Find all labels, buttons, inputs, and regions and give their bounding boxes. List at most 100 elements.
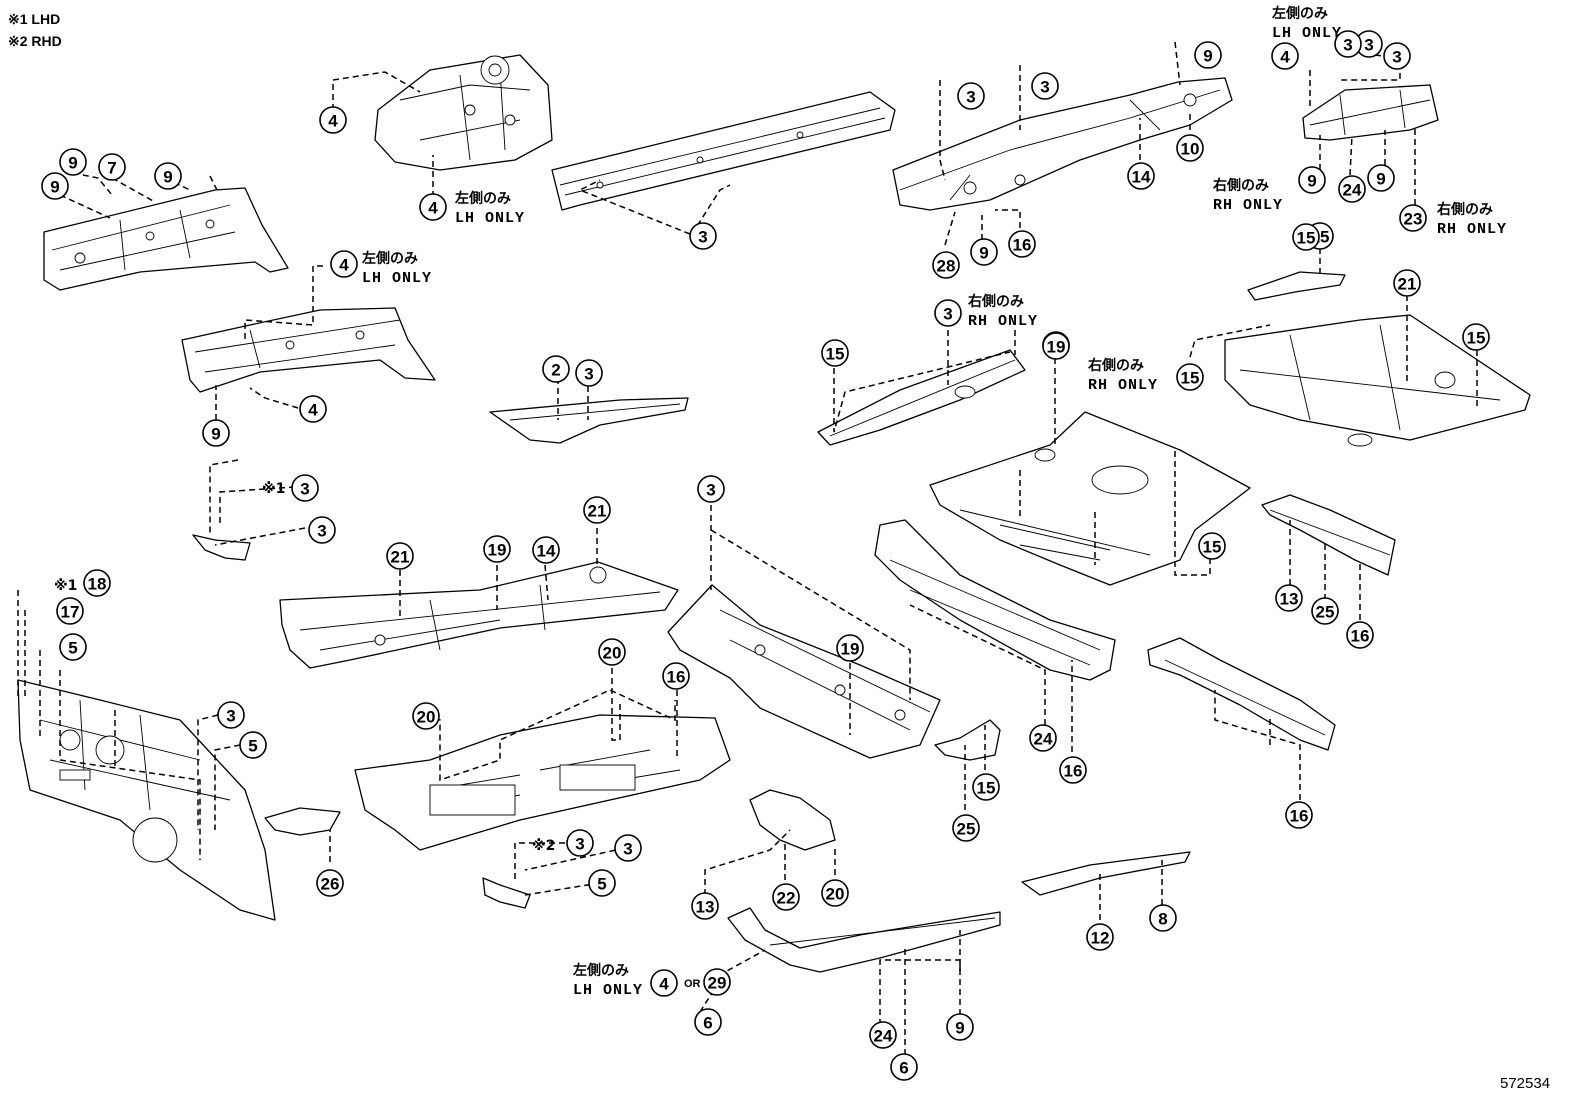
- callout-19: 19: [1042, 332, 1070, 360]
- center-floor-pan: [354, 714, 731, 851]
- rear-floor-crossmember-lower: [874, 519, 1116, 681]
- callout-10: 10: [1176, 134, 1204, 162]
- callout-29: 29: [703, 968, 731, 996]
- svg-text:16: 16: [1351, 627, 1370, 646]
- bracket-25: [934, 719, 1001, 761]
- callout-16: 16: [1008, 230, 1036, 258]
- svg-text:3: 3: [1343, 36, 1352, 55]
- callout-21: 21: [583, 496, 611, 524]
- svg-text:19: 19: [841, 640, 860, 659]
- callout-16: 16: [1346, 621, 1374, 649]
- callout-25: 25: [1311, 597, 1339, 625]
- svg-text:21: 21: [391, 548, 410, 567]
- svg-text:左側のみ: 左側のみ: [454, 190, 511, 207]
- front-apron-panel: [43, 187, 289, 291]
- svg-text:10: 10: [1181, 140, 1200, 159]
- callout-3: 3: [1334, 30, 1362, 58]
- callout-5: 5: [588, 869, 616, 897]
- callout-9: 9: [41, 172, 69, 200]
- small-gusset-left: [192, 534, 251, 561]
- svg-text:19: 19: [1047, 338, 1066, 357]
- callout-15: 15: [1198, 532, 1226, 560]
- rear-floor-crossmember: [667, 584, 941, 759]
- svg-text:26: 26: [321, 875, 340, 894]
- callout-14: 14: [1127, 162, 1155, 190]
- callout-9: 9: [59, 148, 87, 176]
- svg-text:15: 15: [1297, 229, 1316, 248]
- svg-text:左側のみ: 左側のみ: [572, 962, 629, 979]
- svg-text:RH ONLY: RH ONLY: [1213, 197, 1283, 214]
- callout-14: 14: [532, 536, 560, 564]
- svg-text:25: 25: [1316, 603, 1335, 622]
- svg-text:3: 3: [575, 835, 584, 854]
- bracket-22: [749, 789, 836, 851]
- rear-crossmember-1: [1261, 494, 1396, 576]
- callout-2: 2: [542, 355, 570, 383]
- svg-text:右側のみ: 右側のみ: [967, 293, 1024, 310]
- svg-text:3: 3: [317, 522, 326, 541]
- callout-22: 22: [772, 883, 800, 911]
- bracket-26: [264, 807, 341, 836]
- callout-15: 15: [1176, 363, 1204, 391]
- rh-only-label-3: 右側のみ RH ONLY: [967, 293, 1037, 330]
- callout-9: 9: [970, 238, 998, 266]
- callout-15: 15: [821, 339, 849, 367]
- rh-only-label-1: 右側のみ RH ONLY: [1212, 177, 1283, 214]
- svg-text:右側のみ: 右側のみ: [1436, 201, 1493, 218]
- legend-note-rhd: ※2 RHD: [8, 33, 62, 49]
- svg-text:19: 19: [488, 541, 507, 560]
- svg-text:6: 6: [899, 1059, 908, 1078]
- callout-3: 3: [566, 829, 594, 857]
- svg-text:右側のみ: 右側のみ: [1212, 177, 1269, 194]
- svg-text:13: 13: [1280, 590, 1299, 609]
- callout-4: 4: [1271, 42, 1299, 70]
- callout-5: 5: [59, 633, 87, 661]
- document-number: 572534: [1500, 1075, 1550, 1092]
- svg-text:3: 3: [226, 707, 235, 726]
- svg-text:LH ONLY: LH ONLY: [455, 210, 525, 227]
- dash-panel: [17, 679, 276, 921]
- svg-text:15: 15: [1203, 538, 1222, 557]
- rhd-mark-1: ※2: [532, 838, 555, 854]
- legend-note-lhd: ※1 LHD: [8, 11, 60, 27]
- svg-text:9: 9: [955, 1019, 964, 1038]
- callout-17: 17: [56, 597, 84, 625]
- or-label: OR: [684, 978, 701, 990]
- svg-text:左側のみ: 左側のみ: [1271, 5, 1328, 22]
- svg-text:9: 9: [68, 154, 77, 173]
- svg-text:3: 3: [1364, 36, 1373, 55]
- svg-text:22: 22: [777, 889, 796, 908]
- svg-text:20: 20: [603, 644, 622, 663]
- callout-4: 4: [299, 395, 327, 423]
- callout-19: 19: [483, 535, 511, 563]
- svg-text:4: 4: [328, 112, 338, 131]
- callout-6: 6: [890, 1053, 918, 1081]
- svg-text:15: 15: [1181, 369, 1200, 388]
- callout-3: 3: [217, 701, 245, 729]
- callout-5: 5: [239, 731, 267, 759]
- callout-9: 9: [1194, 41, 1222, 69]
- front-floor-pan: [279, 561, 679, 669]
- svg-text:16: 16: [667, 668, 686, 687]
- svg-text:3: 3: [584, 365, 593, 384]
- callout-15: 15: [972, 773, 1000, 801]
- callout-15: 15: [1292, 223, 1320, 251]
- svg-text:3: 3: [300, 480, 309, 499]
- svg-text:16: 16: [1013, 236, 1032, 255]
- callout-9: 9: [154, 162, 182, 190]
- callout-3: 3: [291, 474, 319, 502]
- svg-text:9: 9: [1307, 172, 1316, 191]
- svg-text:5: 5: [68, 639, 77, 658]
- svg-text:6: 6: [703, 1014, 712, 1033]
- callout-21: 21: [386, 542, 414, 570]
- callout-16: 16: [662, 662, 690, 690]
- callout-6: 6: [694, 1008, 722, 1036]
- svg-text:3: 3: [706, 481, 715, 500]
- svg-text:4: 4: [308, 401, 318, 420]
- svg-text:LH ONLY: LH ONLY: [1272, 25, 1342, 42]
- callout-4: 4: [419, 193, 447, 221]
- callout-9: 9: [202, 419, 230, 447]
- lhd-mark-1: ※1: [262, 481, 285, 497]
- callout-9: 9: [1298, 166, 1326, 194]
